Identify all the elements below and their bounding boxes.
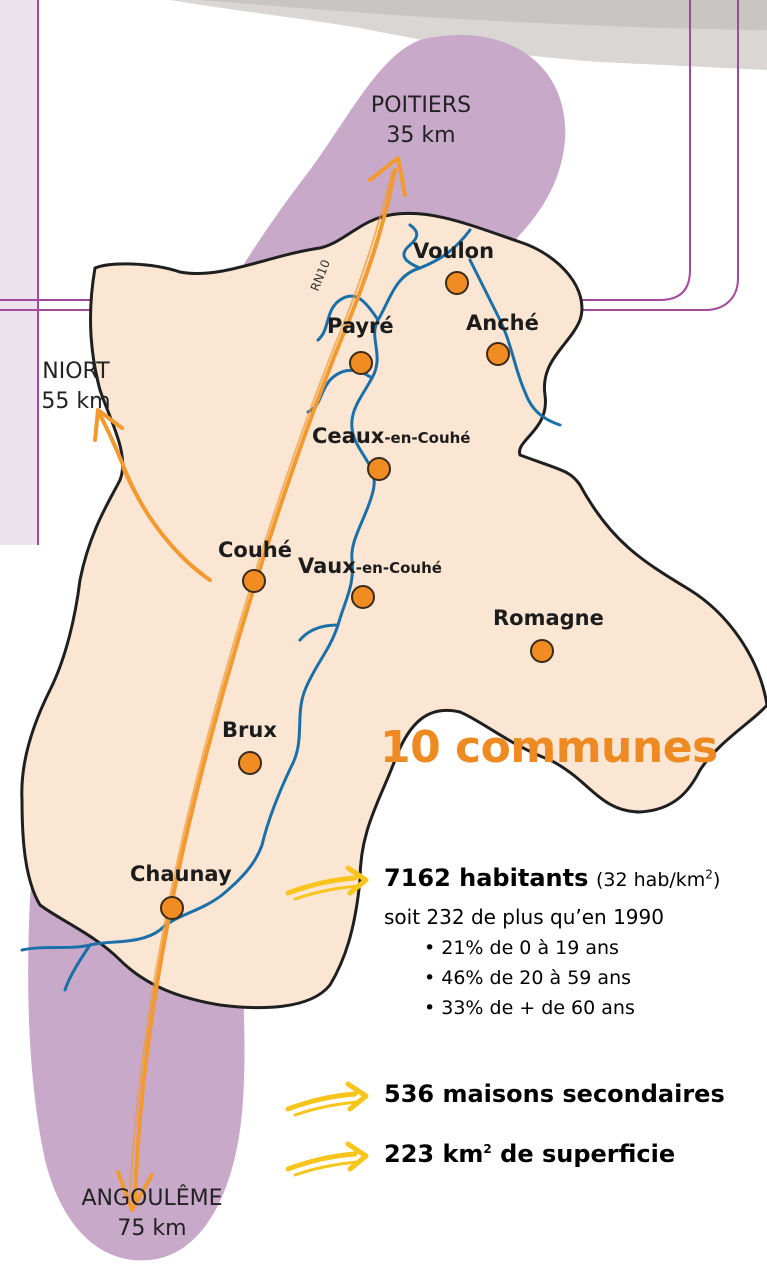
age-group-text: 33% de + de 60 ans bbox=[441, 997, 635, 1019]
commune-anche: Anché bbox=[466, 311, 539, 366]
population-line: 7162 habitants (32 hab/km2) bbox=[384, 864, 720, 892]
arrow-icon bbox=[285, 1081, 369, 1117]
commune-marker bbox=[160, 896, 184, 920]
niort-road bbox=[93, 408, 212, 582]
commune-couhe: Couhé bbox=[218, 538, 292, 593]
destination-poitiers: POITIERS 35 km bbox=[371, 93, 471, 148]
commune-marker bbox=[486, 342, 510, 366]
destination-niort: NIORT 55 km bbox=[41, 359, 110, 414]
age-group-text: 46% de 20 à 59 ans bbox=[441, 967, 632, 989]
population-change: soit 232 de plus qu’en 1990 bbox=[384, 905, 664, 929]
age-group: • 21% de 0 à 19 ans bbox=[424, 937, 619, 959]
age-group-text: 21% de 0 à 19 ans bbox=[441, 937, 619, 959]
destination-name: NIORT bbox=[42, 359, 110, 384]
secondary-homes-line: 536 maisons secondaires bbox=[384, 1080, 725, 1108]
secondary-homes-value: 536 maisons secondaires bbox=[384, 1080, 725, 1108]
commune-marker bbox=[349, 351, 373, 375]
commune-label: Ceaux-en-Couhé bbox=[312, 424, 470, 448]
commune-label: Brux bbox=[222, 718, 277, 742]
commune-label: Vaux-en-Couhé bbox=[298, 554, 442, 578]
commune-marker bbox=[351, 585, 375, 609]
destination-distance: 35 km bbox=[386, 123, 455, 148]
density-suffix: ) bbox=[712, 869, 721, 891]
destination-name: ANGOULÊME bbox=[81, 1185, 222, 1211]
commune-brux: Brux bbox=[222, 718, 277, 775]
density-sup: 2 bbox=[705, 867, 713, 882]
header-photo-strip bbox=[170, 0, 767, 70]
destination-distance: 75 km bbox=[117, 1216, 186, 1241]
population-value: 7162 habitants bbox=[384, 864, 589, 892]
destination-distance: 55 km bbox=[41, 389, 110, 414]
area-suffix: de superficie bbox=[491, 1140, 676, 1168]
area-line: 223 km2 de superficie bbox=[384, 1140, 675, 1168]
commune-label: Voulon bbox=[413, 239, 494, 263]
area-prefix: 223 km bbox=[384, 1140, 484, 1168]
commune-label: Couhé bbox=[218, 538, 292, 562]
commune-marker bbox=[367, 457, 391, 481]
commune-label: Payré bbox=[327, 314, 394, 338]
side-panel bbox=[0, 0, 38, 545]
stat-arrows bbox=[285, 865, 369, 1177]
territory-shape bbox=[20, 211, 767, 1010]
commune-romagne: Romagne bbox=[493, 606, 604, 663]
age-group: • 33% de + de 60 ans bbox=[424, 997, 635, 1019]
commune-chaunay: Chaunay bbox=[130, 862, 232, 920]
commune-marker bbox=[530, 639, 554, 663]
commune-voulon: Voulon bbox=[413, 239, 494, 295]
arrow-icon bbox=[285, 1141, 369, 1177]
commune-payre: Payré bbox=[327, 314, 394, 375]
frame-lines bbox=[0, 0, 739, 311]
commune-name: Ceaux bbox=[312, 424, 385, 448]
age-group: • 46% de 20 à 59 ans bbox=[424, 967, 632, 989]
commune-ceaux-en-couhe: Ceaux-en-Couhé bbox=[312, 424, 470, 481]
commune-suffix: -en-Couhé bbox=[356, 559, 442, 577]
commune-vaux-en-couhe: Vaux-en-Couhé bbox=[298, 554, 442, 609]
commune-marker bbox=[238, 751, 262, 775]
commune-name: Vaux bbox=[298, 554, 356, 578]
density-prefix: (32 hab/km bbox=[596, 869, 706, 891]
population-density: (32 hab/km2) bbox=[596, 867, 721, 891]
commune-marker bbox=[445, 271, 469, 295]
area-sup: 2 bbox=[483, 1142, 492, 1156]
arrow-icon bbox=[285, 865, 369, 901]
commune-label: Chaunay bbox=[130, 862, 232, 886]
commune-label: Romagne bbox=[493, 606, 604, 630]
commune-marker bbox=[242, 569, 266, 593]
rn10-road bbox=[116, 156, 407, 1212]
destination-angouleme: ANGOULÊME 75 km bbox=[81, 1185, 222, 1241]
communes-headline: 10 communes bbox=[380, 722, 718, 773]
destination-name: POITIERS bbox=[371, 93, 471, 118]
commune-label: Anché bbox=[466, 311, 539, 335]
commune-suffix: -en-Couhé bbox=[384, 429, 470, 447]
